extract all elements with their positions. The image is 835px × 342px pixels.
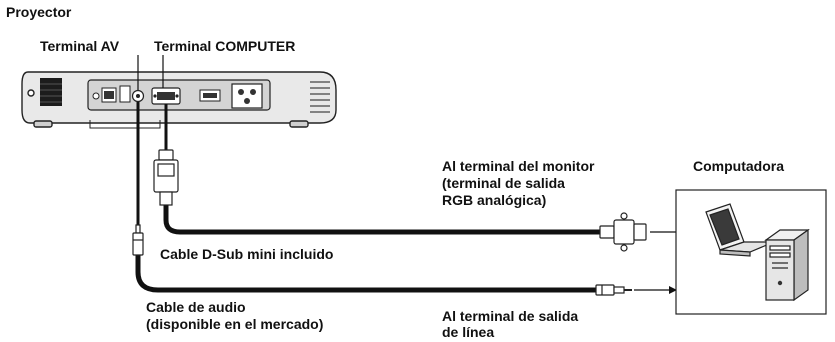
audio-plug-icon (132, 224, 144, 256)
audio-cable-line2: (disponible en el mercado) (146, 316, 324, 332)
desktop-tower-icon (764, 228, 810, 302)
terminal-leader-lines (137, 55, 164, 90)
audio-plug-icon (595, 284, 632, 296)
line-output-line2: de línea (442, 324, 495, 340)
audio-cable (135, 102, 598, 293)
projector-illustration (21, 71, 337, 129)
dsub-connector-icon (153, 149, 179, 206)
audio-cable-line1: Cable de audio (146, 299, 246, 315)
laptop-icon (705, 203, 775, 257)
line-output-line1: Al terminal de salida (442, 308, 579, 324)
dsub-cable (163, 104, 602, 235)
monitor-output-line1: Al terminal del monitor (442, 158, 595, 174)
monitor-output-line3: RGB analógica) (442, 192, 547, 208)
computer-terminal-label: Terminal COMPUTER (154, 38, 296, 54)
dsub-cable-label: Cable D-Sub mini incluido (160, 246, 334, 262)
computer-title: Computadora (693, 158, 784, 174)
av-terminal-label: Terminal AV (40, 38, 120, 54)
dsub-connector-icon (599, 212, 647, 252)
projector-title: Proyector (6, 4, 72, 20)
monitor-output-line2: (terminal de salida (442, 175, 565, 191)
